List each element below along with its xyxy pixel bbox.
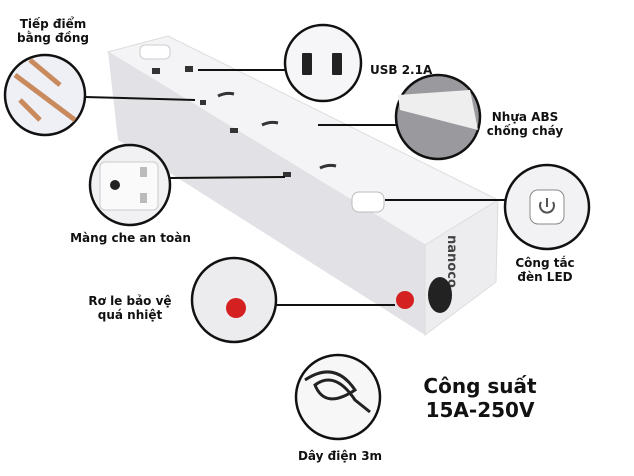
cable-callout-circle (294, 353, 382, 441)
label-abs-line1: Nhựa ABS (491, 110, 559, 124)
label-usb: USB 2.1A (370, 63, 433, 77)
label-led-line1: Công tắc (515, 256, 575, 270)
label-copper-line2: bằng đồng (17, 31, 89, 45)
power-rating-line2: 15A-250V (425, 398, 535, 422)
brand-logo: nanoco (444, 235, 459, 288)
label-copper-line1: Tiếp điểm (19, 17, 87, 31)
label-abs: Nhựa ABS chống cháy (485, 110, 565, 138)
callout-lines (84, 69, 505, 306)
label-led-line2: đèn LED (517, 270, 573, 284)
cable-exit (428, 277, 452, 313)
relay-callout-circle (190, 256, 278, 344)
label-relay-line1: Rơ le bảo vệ (88, 294, 172, 308)
led-callout-circle (503, 163, 591, 251)
usb-callout-circle (283, 23, 363, 103)
main-switch (139, 44, 171, 60)
led-switch (351, 191, 385, 213)
shutter-callout-circle (88, 143, 172, 227)
label-shutter: Màng che an toàn (70, 231, 191, 245)
abs-callout-circle (394, 73, 482, 161)
label-relay: Rơ le bảo vệ quá nhiệt (80, 294, 180, 322)
label-copper: Tiếp điểm bằng đồng (8, 17, 98, 45)
power-rating-line1: Công suất (423, 374, 537, 398)
label-led: Công tắc đèn LED (505, 256, 585, 284)
label-cable: Dây điện 3m (297, 449, 383, 463)
sockets (152, 66, 337, 177)
label-abs-line2: chống cháy (486, 124, 564, 138)
label-relay-line2: quá nhiệt (97, 308, 163, 322)
power-strip: nanoco (106, 35, 500, 336)
copper-callout-circle (3, 53, 87, 137)
relay-button (396, 291, 414, 309)
power-rating: Công suất 15A-250V (410, 374, 550, 422)
